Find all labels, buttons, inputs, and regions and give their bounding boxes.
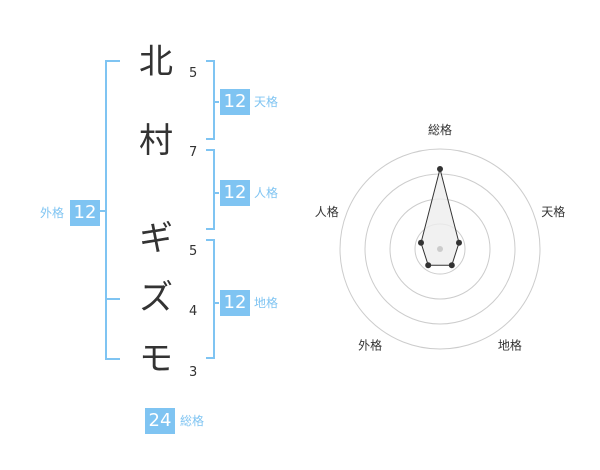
stroke-count-1: 5 bbox=[189, 66, 198, 81]
radar-axis-label-4: 外格 bbox=[358, 337, 382, 352]
chikaku-bracket bbox=[206, 239, 215, 359]
name-char-4: ズ bbox=[139, 278, 173, 318]
radar-ring-4 bbox=[339, 148, 541, 350]
tenkaku-label: 天格 bbox=[254, 95, 279, 109]
name-char-3: ギ bbox=[139, 219, 173, 259]
stroke-count-3: 5 bbox=[189, 244, 198, 259]
tenkaku-bracket bbox=[206, 60, 215, 140]
radar-point-3 bbox=[448, 262, 455, 269]
radar-point-4 bbox=[425, 262, 432, 269]
chikaku-value: 12 bbox=[220, 290, 250, 316]
name-char-5: モ bbox=[139, 339, 173, 379]
gaikaku-label: 外格 bbox=[40, 206, 65, 220]
soukaku-label: 総格 bbox=[180, 414, 205, 428]
radar-value-polygon bbox=[420, 168, 460, 266]
jinkaku-label: 人格 bbox=[254, 186, 279, 200]
name-char-1: 北 bbox=[139, 42, 173, 82]
radar-axis-label-2: 天格 bbox=[541, 204, 565, 219]
tenkaku-value: 12 bbox=[220, 89, 250, 115]
soukaku-value: 24 bbox=[145, 408, 175, 434]
jinkaku-value: 12 bbox=[220, 180, 250, 206]
radar-axis-label-3: 地格 bbox=[498, 337, 522, 352]
stroke-count-4: 4 bbox=[189, 304, 198, 319]
radar-point-2 bbox=[456, 239, 462, 246]
radar-center-dot bbox=[437, 246, 443, 252]
jinkaku-bracket bbox=[206, 149, 215, 230]
radar-point-5 bbox=[418, 239, 424, 246]
stroke-count-2: 7 bbox=[189, 145, 198, 160]
radar-axis-label-1: 総格 bbox=[428, 122, 452, 137]
stroke-count-5: 3 bbox=[189, 365, 198, 380]
gaikaku-bracket bbox=[105, 60, 120, 360]
chikaku-label: 地格 bbox=[254, 296, 279, 310]
name-char-2: 村 bbox=[139, 121, 173, 161]
radar-point-1 bbox=[437, 166, 443, 172]
radar-axis-label-5: 人格 bbox=[315, 204, 339, 219]
gaikaku-value: 12 bbox=[70, 200, 100, 226]
